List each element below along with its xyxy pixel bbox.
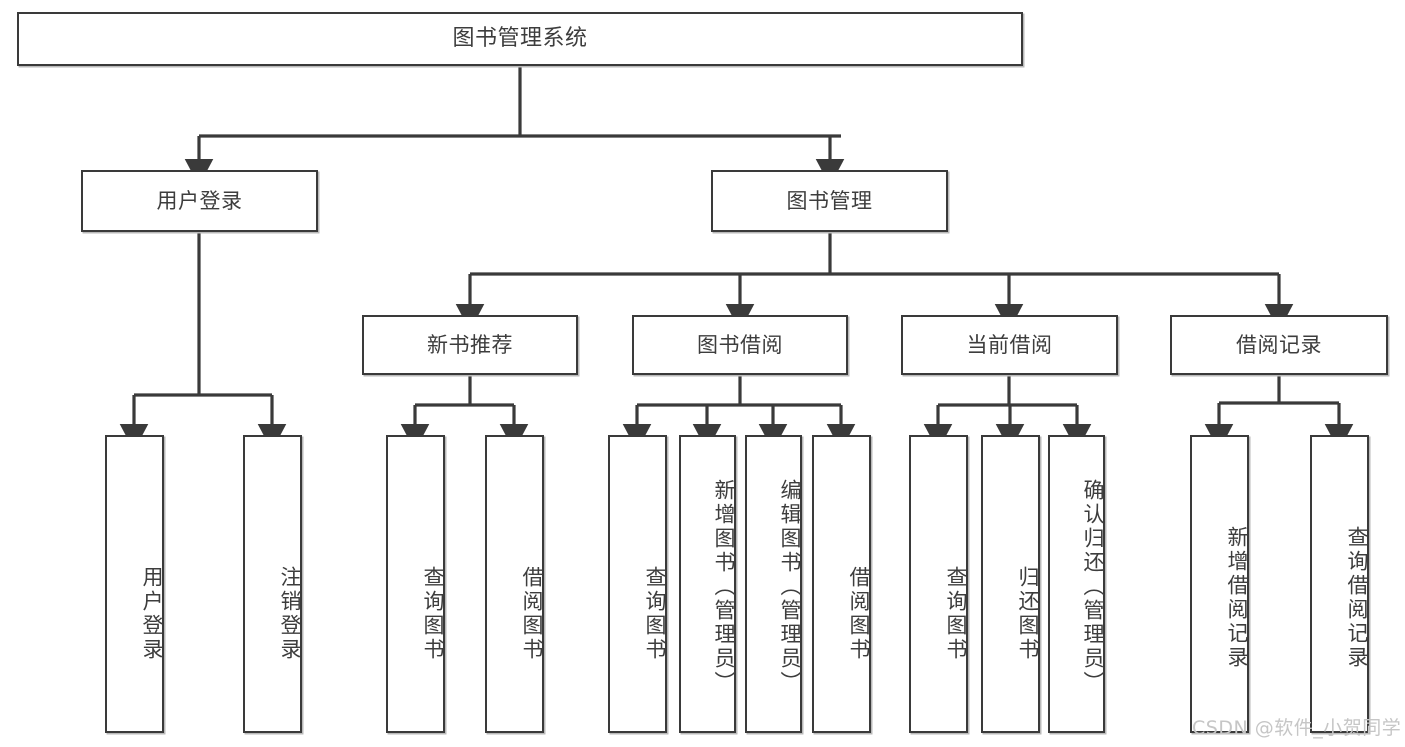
watermark-credit: CSDN @软件_小贺同学 (1192, 717, 1402, 739)
node-current-borrow[interactable]: 当前借阅 (901, 315, 1118, 375)
node-leaf-edit-book-admin[interactable]: 编辑图书（管理员） (745, 435, 802, 733)
node-leaf-return-book[interactable]: 归还图书 (981, 435, 1040, 733)
node-root[interactable]: 图书管理系统 (17, 12, 1023, 66)
node-leaf-borrow-book-recommend[interactable]: 借阅图书 (485, 435, 544, 733)
node-leaf-borrow-book-borrow[interactable]: 借阅图书 (812, 435, 871, 733)
node-leaf-add-book-admin[interactable]: 新增图书（管理员） (679, 435, 736, 733)
node-user-login[interactable]: 用户登录 (81, 170, 318, 232)
node-leaf-user-login[interactable]: 用户登录 (105, 435, 164, 733)
node-book-borrow[interactable]: 图书借阅 (632, 315, 848, 375)
node-leaf-confirm-return-admin[interactable]: 确认归还（管理员） (1048, 435, 1105, 733)
node-leaf-logout[interactable]: 注销登录 (243, 435, 302, 733)
node-leaf-query-book-recommend[interactable]: 查询图书 (386, 435, 445, 733)
node-leaf-add-borrow-record[interactable]: 新增借阅记录 (1190, 435, 1249, 733)
node-borrow-record[interactable]: 借阅记录 (1170, 315, 1388, 375)
node-leaf-query-borrow-record[interactable]: 查询借阅记录 (1310, 435, 1369, 733)
node-leaf-query-book-current[interactable]: 查询图书 (909, 435, 968, 733)
node-new-book-recommend[interactable]: 新书推荐 (362, 315, 578, 375)
node-book-manage[interactable]: 图书管理 (711, 170, 948, 232)
node-leaf-query-book-borrow[interactable]: 查询图书 (608, 435, 667, 733)
